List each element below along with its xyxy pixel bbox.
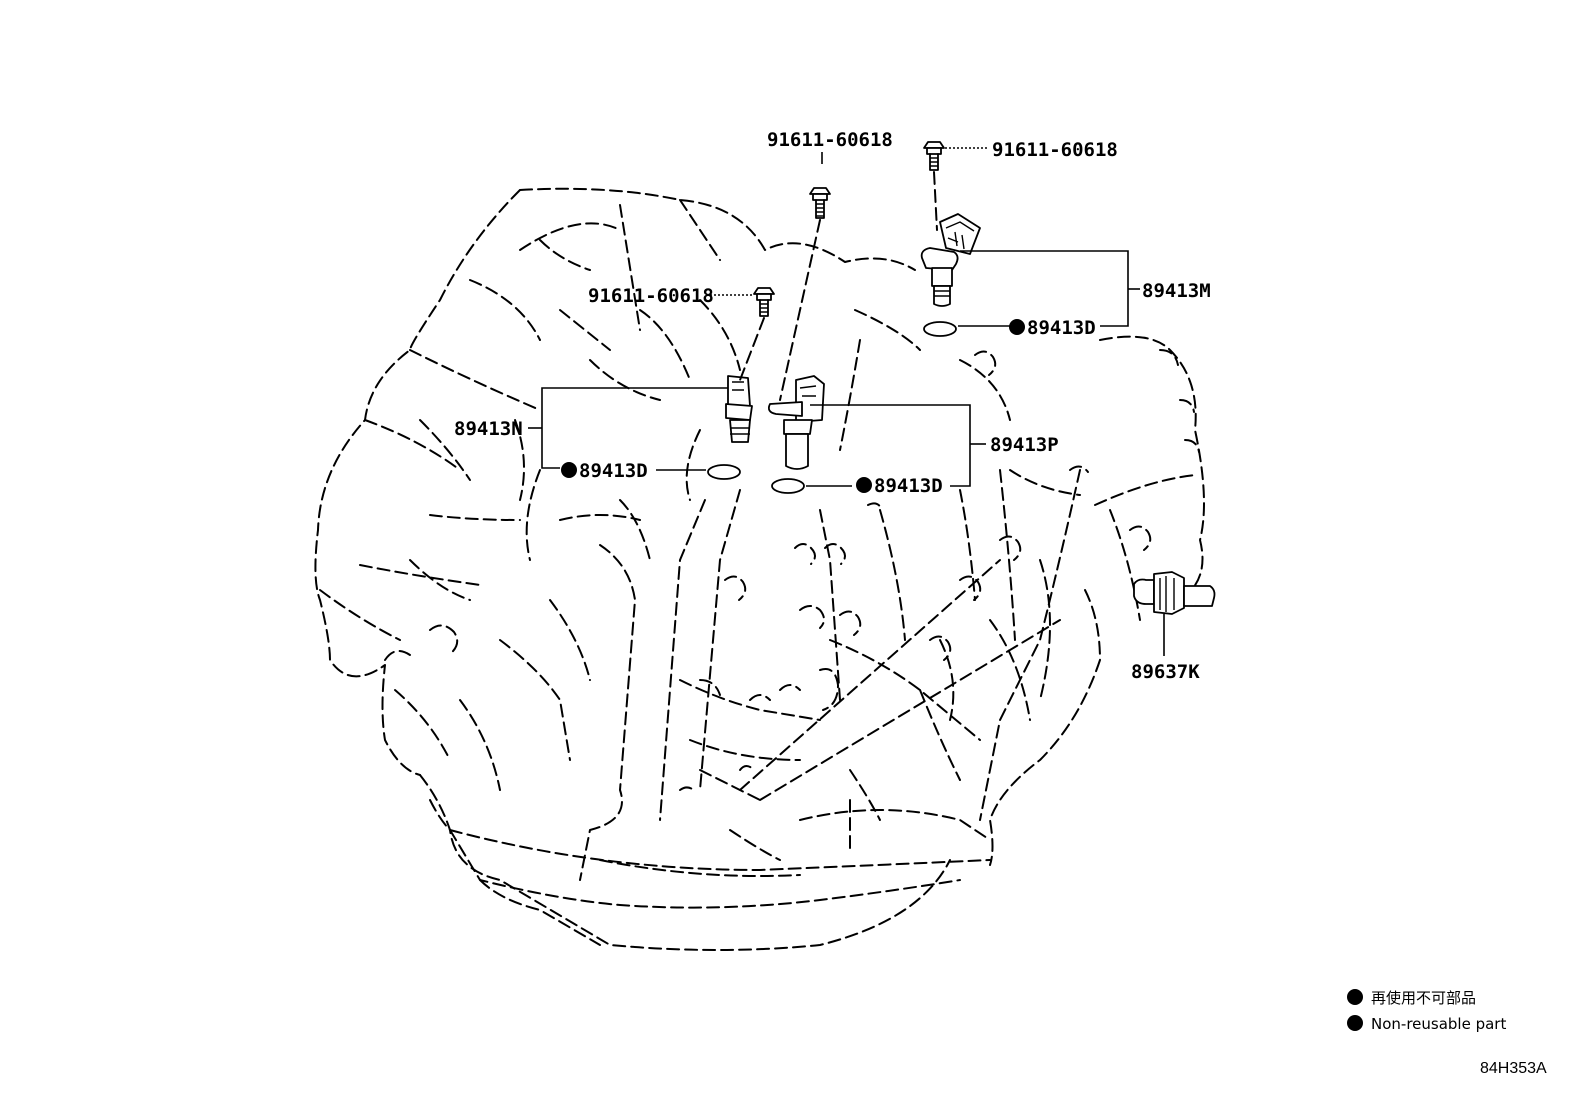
label-o-ring-n[interactable]: 89413D — [579, 460, 648, 482]
label-bolt-left[interactable]: 91611-60618 — [588, 285, 714, 307]
legend-japanese: 再使用不可部品 — [1371, 989, 1476, 1007]
switch-89637k[interactable] — [1133, 571, 1216, 615]
label-bolt-top-center[interactable]: 91611-60618 — [767, 129, 893, 151]
speed-sensor-89413p[interactable] — [767, 375, 825, 470]
part-labels: 91611-60618 91611-60618 91611-60618 8941… — [454, 129, 1211, 683]
label-o-ring-m[interactable]: 89413D — [1027, 317, 1096, 339]
illustration-code: 84H353A — [1480, 1060, 1547, 1077]
legend-bullet-2 — [1347, 1015, 1363, 1031]
speed-sensor-89413m[interactable] — [920, 213, 981, 307]
legend-english: Non-reusable part — [1371, 1015, 1506, 1033]
o-ring-m[interactable] — [923, 321, 957, 337]
legend: 再使用不可部品 Non-reusable part — [1347, 989, 1506, 1033]
bolt-top-right[interactable] — [923, 141, 945, 171]
leader-lines — [528, 147, 1165, 656]
label-o-ring-p[interactable]: 89413D — [874, 475, 943, 497]
non-reusable-mark-m — [1009, 319, 1025, 335]
label-sensor-m[interactable]: 89413M — [1142, 280, 1211, 302]
non-reusable-mark-n — [561, 462, 577, 478]
speed-sensor-89413n[interactable] — [725, 375, 753, 443]
o-ring-p[interactable] — [771, 478, 805, 494]
o-ring-n[interactable] — [707, 464, 741, 480]
non-reusable-mark-p — [856, 477, 872, 493]
bolt-left[interactable] — [753, 287, 775, 317]
label-bolt-top-right[interactable]: 91611-60618 — [992, 139, 1118, 161]
transmission-housing-outline — [314, 187, 1205, 951]
legend-bullet-1 — [1347, 989, 1363, 1005]
label-sensor-p[interactable]: 89413P — [990, 434, 1059, 456]
bolt-top-center[interactable] — [809, 187, 831, 219]
label-sensor-n[interactable]: 89413N — [454, 418, 523, 440]
label-switch-k[interactable]: 89637K — [1131, 661, 1200, 683]
